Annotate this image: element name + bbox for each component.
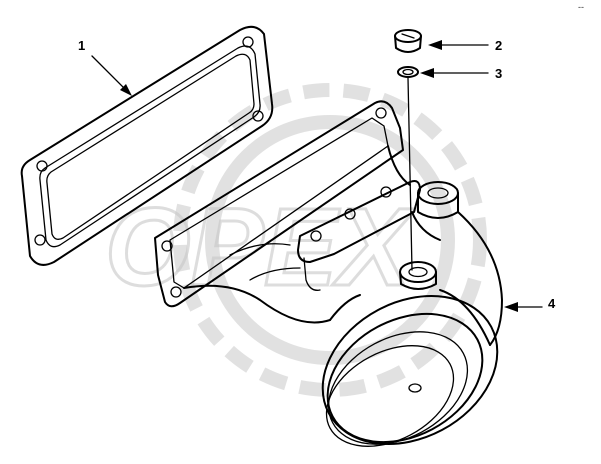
- callout-1: 1: [78, 38, 132, 96]
- corner-mark: --: [578, 2, 584, 12]
- callout-1-label: 1: [78, 38, 85, 53]
- elbow-housing-part: [154, 100, 503, 447]
- callout-4-label: 4: [548, 296, 556, 311]
- alignment-axis: [407, 77, 413, 271]
- gasket-part: [20, 25, 274, 266]
- callout-2-label: 2: [495, 38, 502, 53]
- callout-3-label: 3: [495, 66, 502, 81]
- watermark: OPEX: [104, 83, 487, 397]
- callout-4: 4: [504, 296, 556, 312]
- callout-3: 3: [420, 66, 502, 81]
- plug-part: [394, 29, 422, 53]
- callout-2: 2: [428, 38, 502, 53]
- washer-part: [397, 66, 419, 78]
